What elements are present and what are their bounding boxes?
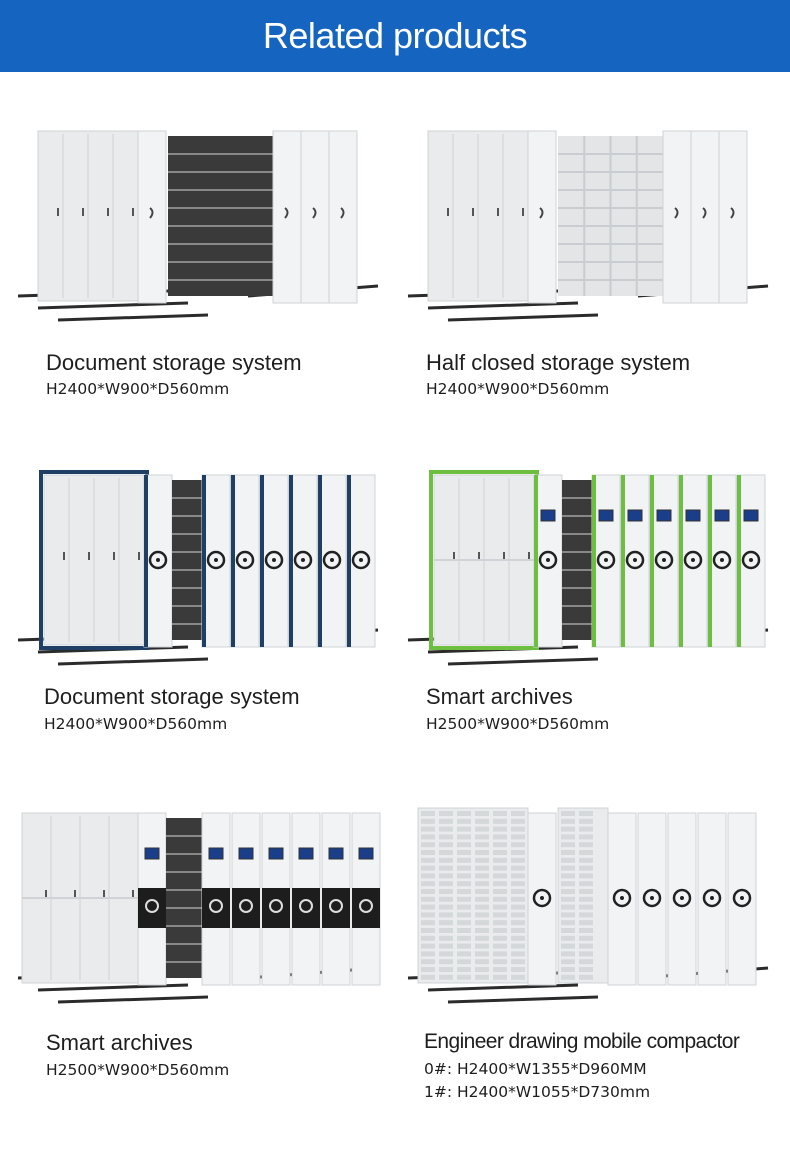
end-panel	[527, 812, 557, 986]
open-shelves	[168, 136, 273, 296]
end-panel	[649, 474, 679, 648]
cabinet-block	[427, 130, 529, 302]
product-name[interactable]: Smart archives	[426, 684, 573, 709]
product-image[interactable]	[398, 96, 778, 336]
end-panel	[321, 812, 351, 986]
end-panel	[697, 812, 727, 986]
product-name[interactable]: Engineer drawing mobile compactor	[424, 1030, 740, 1053]
cabinet-block	[37, 130, 139, 302]
open-shelves	[172, 480, 202, 640]
end-panel	[667, 812, 697, 986]
drawer-block	[557, 807, 609, 984]
product-spec: H2400*W900*D560mm	[46, 380, 230, 398]
end-panel	[137, 130, 167, 304]
product-image[interactable]	[8, 778, 388, 1018]
end-panel	[230, 474, 260, 648]
product-spec: H2500*W900*D560mm	[426, 715, 610, 733]
end-panel	[328, 130, 358, 304]
end-panel	[662, 130, 692, 304]
product-spec: 1#: H2400*W1055*D730mm	[424, 1083, 651, 1101]
open-shelves	[562, 480, 592, 640]
end-panel	[678, 474, 708, 648]
end-panel	[533, 474, 563, 648]
end-panel	[291, 812, 321, 986]
end-panel	[261, 812, 291, 986]
end-panel	[272, 130, 302, 304]
end-panel	[620, 474, 650, 648]
product-image[interactable]	[398, 440, 778, 680]
open-shelves	[558, 136, 663, 296]
end-panel	[288, 474, 318, 648]
end-panel	[143, 474, 173, 648]
cabinet-block	[39, 470, 149, 650]
end-panel	[527, 130, 557, 304]
end-panel	[736, 474, 766, 648]
end-panel	[201, 474, 231, 648]
cabinet-block	[21, 812, 139, 984]
end-panel	[690, 130, 720, 304]
header-banner: Related products	[0, 0, 790, 72]
product-card[interactable]: Smart archives H2500*W900*D560mm	[8, 778, 388, 1098]
product-spec: H2400*W900*D560mm	[44, 715, 228, 733]
product-spec: 0#: H2400*W1355*D960MM	[424, 1060, 647, 1078]
product-name[interactable]: Smart archives	[46, 1030, 193, 1055]
end-panel	[201, 812, 231, 986]
open-shelves	[166, 818, 202, 978]
product-image[interactable]	[8, 440, 388, 680]
product-spec: H2400*W900*D560mm	[426, 380, 610, 398]
product-name[interactable]: Document storage system	[44, 684, 300, 709]
end-panel	[300, 130, 330, 304]
end-panel	[727, 812, 757, 986]
product-name[interactable]: Half closed storage system	[426, 350, 691, 375]
end-panel	[718, 130, 748, 304]
drawer-block	[417, 807, 529, 984]
product-image[interactable]	[8, 96, 388, 336]
product-card[interactable]: Document storage system H2400*W900*D560m…	[8, 440, 388, 750]
end-panel	[231, 812, 261, 986]
product-card[interactable]: Half closed storage system H2400*W900*D5…	[398, 96, 778, 416]
end-panel	[317, 474, 347, 648]
end-panel	[707, 474, 737, 648]
banner-title: Related products	[262, 15, 528, 56]
end-panel	[259, 474, 289, 648]
end-panel	[137, 812, 167, 986]
product-name[interactable]: Document storage system	[46, 350, 302, 375]
end-panel	[637, 812, 667, 986]
product-image[interactable]	[398, 778, 778, 1018]
end-panel	[607, 812, 637, 986]
product-card[interactable]: Smart archives H2500*W900*D560mm	[398, 440, 778, 750]
product-card[interactable]: Engineer drawing mobile compactor 0#: H2…	[398, 778, 778, 1118]
cabinet-block	[429, 470, 539, 650]
end-panel	[346, 474, 376, 648]
product-spec: H2500*W900*D560mm	[46, 1061, 230, 1079]
end-panel	[351, 812, 381, 986]
product-card[interactable]: Document storage system H2400*W900*D560m…	[8, 96, 388, 416]
end-panel	[591, 474, 621, 648]
